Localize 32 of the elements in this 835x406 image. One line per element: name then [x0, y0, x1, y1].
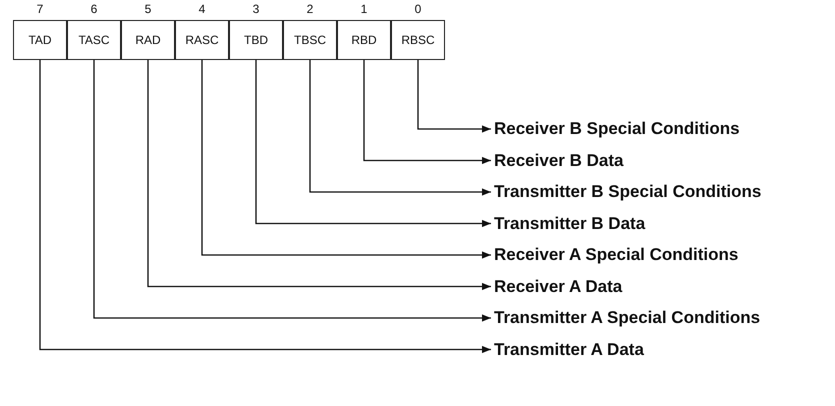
- register-bit-field: TAD: [13, 20, 67, 60]
- bit-number: 5: [144, 2, 152, 16]
- field-description: Transmitter A Data: [494, 340, 644, 360]
- arrow: [93, 60, 491, 322]
- field-description: Receiver A Data: [494, 276, 622, 296]
- field-description: Transmitter B Data: [494, 214, 646, 234]
- arrow: [255, 60, 491, 228]
- bit-number: 0: [414, 2, 422, 16]
- arrow: [417, 60, 491, 133]
- arrow: [309, 60, 491, 196]
- field-description: Transmitter B Special Conditions: [494, 182, 762, 202]
- register-bit-field: RASC: [175, 20, 229, 60]
- field-description: Receiver B Data: [494, 150, 624, 170]
- field-description: Receiver B Special Conditions: [494, 119, 740, 139]
- bit-number: 1: [360, 2, 368, 16]
- register-bit-field: RAD: [121, 20, 175, 60]
- arrow: [147, 60, 491, 290]
- register-bit-field: TBSC: [283, 20, 337, 60]
- bit-number: 7: [36, 2, 44, 16]
- bit-number: 3: [252, 2, 260, 16]
- register-bit-field: RBD: [337, 20, 391, 60]
- register-bit-field: TBD: [229, 20, 283, 60]
- bit-number: 6: [90, 2, 98, 16]
- arrow: [201, 60, 491, 259]
- field-description: Transmitter A Special Conditions: [494, 308, 760, 328]
- field-description: Receiver A Special Conditions: [494, 245, 738, 265]
- bit-number: 4: [198, 2, 206, 16]
- register-bit-field: RBSC: [391, 20, 445, 60]
- arrow: [363, 60, 491, 164]
- register-bit-field: TASC: [67, 20, 121, 60]
- bit-number: 2: [306, 2, 314, 16]
- arrow: [39, 60, 491, 354]
